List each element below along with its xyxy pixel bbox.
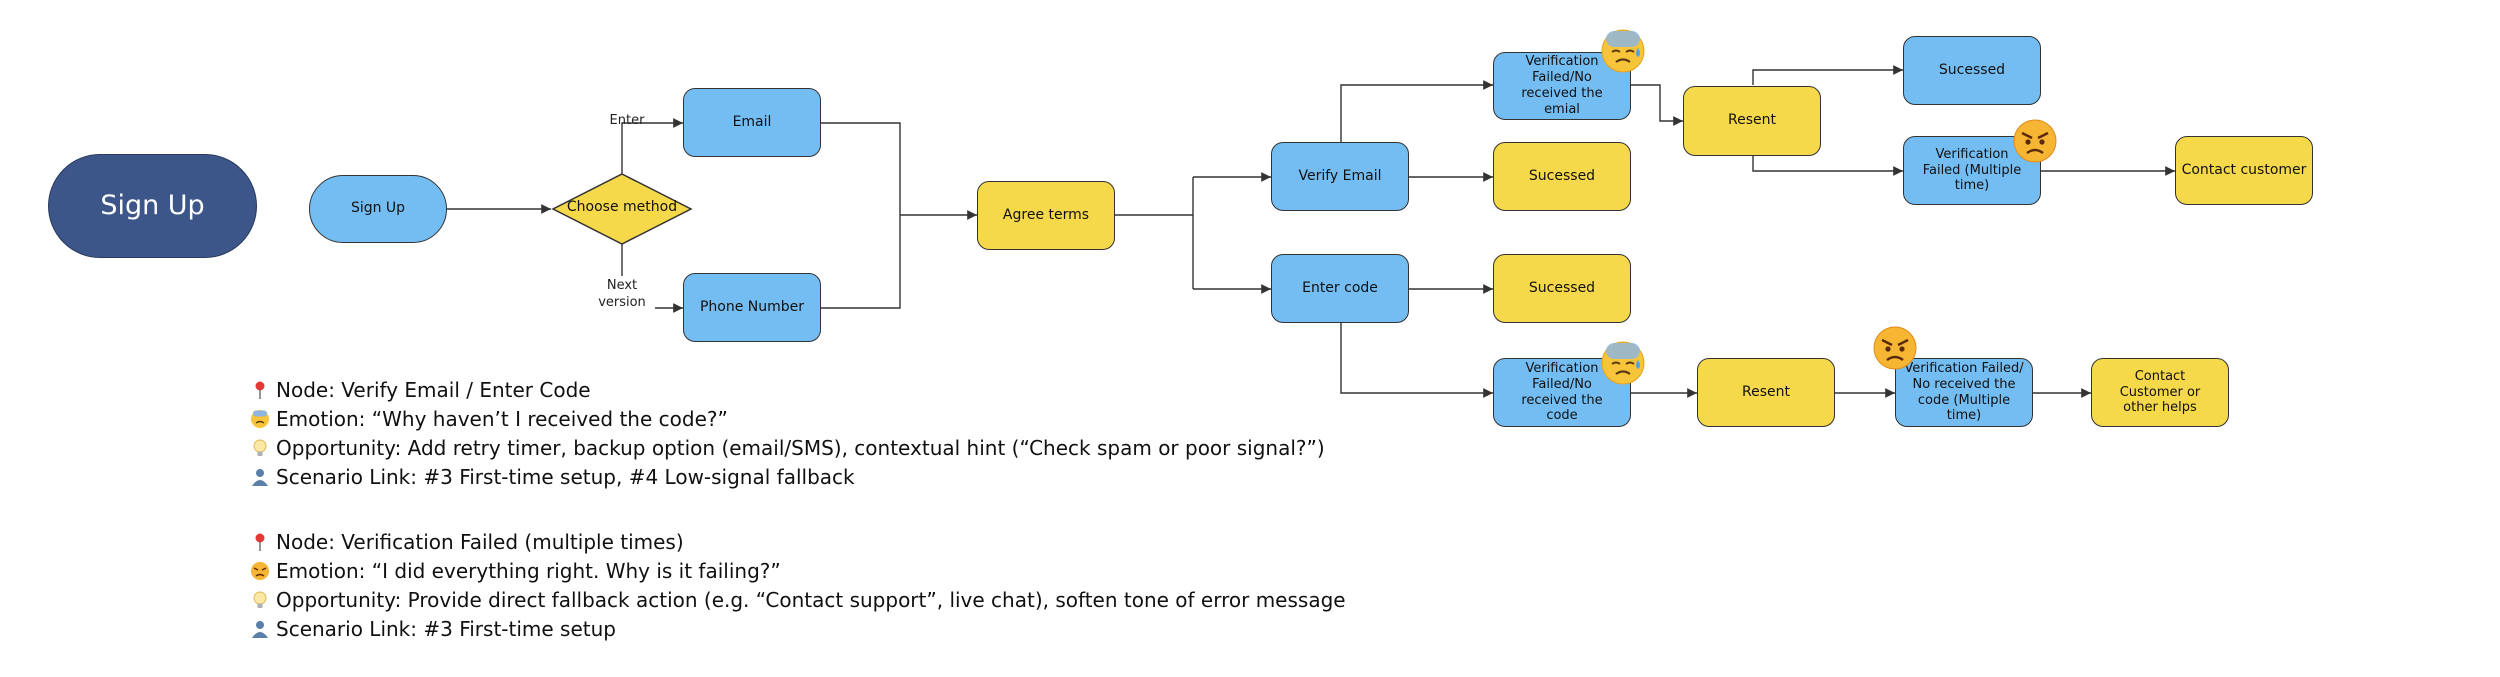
node-resent-bottom[interactable]: Resent <box>1697 358 1835 427</box>
node-verify-email[interactable]: Verify Email <box>1271 142 1409 211</box>
note-scenario-line: Scenario Link: #3 First-time setup <box>250 614 1346 643</box>
note-scenario-text: Scenario Link: #3 First-time setup <box>276 616 616 641</box>
lightbulb-icon <box>253 439 267 456</box>
edge-label-next-version: Next version <box>598 278 646 310</box>
note-node-text: Node: Verify Email / Enter Code <box>276 377 591 402</box>
pin-icon <box>255 533 265 551</box>
person-icon <box>252 620 268 638</box>
anxious-face-icon <box>251 409 269 428</box>
node-resent-top[interactable]: Resent <box>1683 86 1821 156</box>
anxious-face-icon <box>1601 341 1645 385</box>
start-node-sign-up[interactable]: Sign Up <box>48 154 257 258</box>
node-choose-method[interactable]: Choose method <box>566 199 678 215</box>
note-emotion-line: Emotion: “Why haven’t I received the cod… <box>250 404 1325 433</box>
note-opportunity-line: Opportunity: Provide direct fallback act… <box>250 585 1346 614</box>
note-node-text: Node: Verification Failed (multiple time… <box>276 529 684 554</box>
note-opportunity-line: Opportunity: Add retry timer, backup opt… <box>250 433 1325 462</box>
node-contact-customer[interactable]: Contact customer <box>2175 136 2313 205</box>
node-phone-number[interactable]: Phone Number <box>683 273 821 342</box>
node-success-top[interactable]: Sucessed <box>1903 36 2041 105</box>
node-verification-failed-email[interactable]: Verification Failed/No received the emia… <box>1493 52 1631 120</box>
node-contact-customer-or-other-helps[interactable]: Contact Customer or other helps <box>2091 358 2229 427</box>
angry-face-icon <box>1873 326 1917 370</box>
node-agree-terms[interactable]: Agree terms <box>977 181 1115 250</box>
node-success-email[interactable]: Sucessed <box>1493 142 1631 211</box>
note-emotion-text: Emotion: “I did everything right. Why is… <box>276 558 781 583</box>
note-scenario-text: Scenario Link: #3 First-time setup, #4 L… <box>276 464 855 489</box>
note-emotion-line: Emotion: “I did everything right. Why is… <box>250 556 1346 585</box>
node-email[interactable]: Email <box>683 88 821 157</box>
node-sign-up[interactable]: Sign Up <box>309 175 447 243</box>
note-node-line: Node: Verification Failed (multiple time… <box>250 527 1346 556</box>
anxious-face-icon <box>1601 29 1645 73</box>
node-success-code[interactable]: Sucessed <box>1493 254 1631 323</box>
note-scenario-line: Scenario Link: #3 First-time setup, #4 L… <box>250 462 1325 491</box>
node-verification-failed-multiple-bottom[interactable]: Verification Failed/ No received the cod… <box>1895 358 2033 427</box>
insight-note-2: Node: Verification Failed (multiple time… <box>250 527 1346 643</box>
lightbulb-icon <box>253 591 267 608</box>
note-opportunity-text: Opportunity: Provide direct fallback act… <box>276 587 1346 612</box>
angry-face-icon <box>2013 119 2057 163</box>
insight-note-1: Node: Verify Email / Enter Code Emotion:… <box>250 375 1325 491</box>
note-opportunity-text: Opportunity: Add retry timer, backup opt… <box>276 435 1325 460</box>
note-node-line: Node: Verify Email / Enter Code <box>250 375 1325 404</box>
edge-label-enter: Enter <box>609 113 645 128</box>
pin-icon <box>255 381 265 399</box>
choose-method-diamond <box>551 173 693 245</box>
person-icon <box>252 468 268 486</box>
note-emotion-text: Emotion: “Why haven’t I received the cod… <box>276 406 728 431</box>
angry-face-icon <box>251 561 269 580</box>
node-enter-code[interactable]: Enter code <box>1271 254 1409 323</box>
